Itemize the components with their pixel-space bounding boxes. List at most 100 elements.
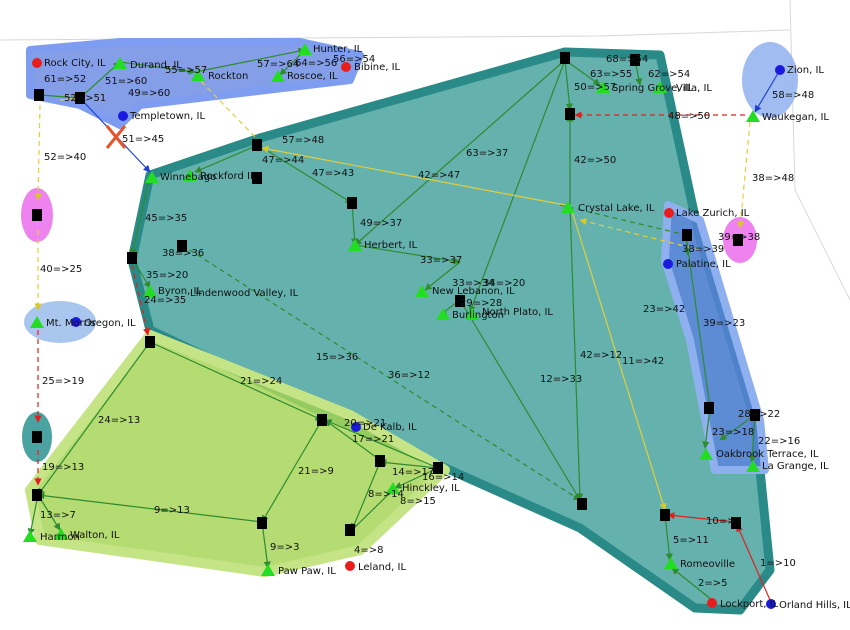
city-label: Romeoville (680, 559, 735, 570)
flow-label: 35=>20 (146, 270, 188, 281)
region-north-blue (26, 38, 364, 129)
flow-label: 34=>20 (483, 278, 525, 289)
city-label: Rock City, IL (44, 58, 106, 69)
city-marker-palatine[interactable] (663, 259, 673, 269)
flow-label: 42=>47 (418, 170, 460, 181)
flow-label: 63=>37 (466, 148, 508, 159)
city-marker-walton[interactable] (54, 528, 68, 540)
city-marker-dekalb[interactable] (351, 422, 361, 432)
city-marker-lake-zurich[interactable] (664, 208, 674, 218)
flow-label: 61=>52 (44, 74, 86, 85)
flow-label: 9=>3 (270, 542, 299, 553)
city-marker-mt-morris[interactable] (30, 316, 44, 328)
city-marker-oregon[interactable] (71, 317, 81, 327)
city-marker-winnebago[interactable] (145, 171, 159, 183)
city-label: Hunter, IL (313, 44, 363, 55)
city-label: Harmon (40, 532, 80, 543)
flow-label: 33=>37 (420, 255, 462, 266)
flow-label: 57=>64 (257, 59, 299, 70)
flow-label: 55=>57 (165, 65, 207, 76)
city-marker-orland-hills[interactable] (766, 599, 776, 609)
city-marker-rockton[interactable] (191, 69, 205, 81)
flow-label: 8=>15 (400, 496, 436, 507)
flow-label: 47=>44 (262, 155, 304, 166)
city-marker-spring-grove[interactable] (596, 81, 610, 93)
city-label: Winnebago (160, 172, 216, 183)
city-label: Waukegan, IL (762, 112, 829, 123)
city-marker-villa[interactable] (653, 81, 667, 93)
flow-label: 38=>36 (162, 248, 204, 259)
city-marker-crystal-lake[interactable] (561, 201, 575, 213)
city-marker-waukegan[interactable] (746, 110, 760, 122)
city-label: Spring Grove, IL (612, 83, 693, 94)
city-labels: Rock City, IL Durand, IL Hunter, IL Rock… (40, 44, 850, 611)
flow-label: 45=>35 (145, 213, 187, 224)
flow-label: 57=>48 (282, 135, 324, 146)
flow-label: 2=>5 (698, 578, 727, 589)
flow-label: 38=>39 (682, 244, 724, 255)
city-label: Roscoe, IL (287, 71, 338, 82)
city-markers (23, 43, 785, 609)
city-marker-north-plato[interactable] (465, 308, 479, 320)
city-label: Burlington (452, 310, 504, 321)
flow-label: 9=>13 (154, 505, 190, 516)
city-marker-new-lebanon[interactable] (415, 285, 429, 297)
city-marker-zion[interactable] (775, 65, 785, 75)
regions (21, 38, 798, 615)
city-label: Crystal Lake, IL (578, 203, 655, 214)
city-marker-oakbrook[interactable] (699, 448, 713, 460)
city-marker-paw-paw[interactable] (261, 564, 275, 576)
city-marker-durand[interactable] (113, 57, 127, 69)
city-marker-lockport[interactable] (707, 598, 717, 608)
city-marker-leland[interactable] (345, 561, 355, 571)
city-label: Orland Hills, IL (779, 600, 850, 611)
city-marker-rockford[interactable] (183, 169, 197, 181)
city-label: North Plato, IL (482, 307, 553, 318)
city-marker-hunter[interactable] (298, 43, 312, 55)
city-marker-templetown[interactable] (118, 111, 128, 121)
flow-label: 22=>16 (758, 436, 800, 447)
city-label: Templetown, IL (129, 111, 205, 122)
flow-label: 51=>45 (122, 134, 164, 145)
flow-label: 1=>10 (760, 558, 796, 569)
city-label: Zion, IL (787, 65, 824, 76)
city-marker-roscoe[interactable] (271, 70, 285, 82)
flow-label: 10=>7 (706, 516, 742, 527)
city-marker-hinckley[interactable] (386, 482, 400, 494)
city-label: Lake Zurich, IL (676, 208, 750, 219)
city-label: Byron, IL (158, 286, 202, 297)
flow-label: 52=>51 (64, 93, 106, 104)
city-label: Hinckley, IL (402, 483, 460, 494)
city-label: Oakbrook Terrace, IL (716, 449, 819, 460)
city-label: Leland, IL (358, 562, 406, 573)
flow-label: 36=>12 (388, 370, 430, 381)
flow-label: 12=>33 (540, 374, 582, 385)
region-mtmorris-blue (24, 301, 96, 343)
city-marker-harmon[interactable] (23, 530, 37, 542)
city-label: New Lebanon, IL (432, 286, 515, 297)
city-marker-la-grange[interactable] (746, 460, 760, 472)
city-label: Rockford IL (200, 171, 256, 182)
city-marker-herbert[interactable] (348, 239, 362, 251)
city-label: Paw Paw, IL (278, 566, 336, 577)
flow-label: 50=>57 (574, 82, 616, 93)
city-marker-burlington[interactable] (436, 308, 450, 320)
region-green (25, 330, 450, 577)
flow-label: 25=>19 (42, 376, 84, 387)
flow-label: 29=>28 (460, 298, 502, 309)
flow-label: 20=>21 (344, 418, 386, 429)
city-marker-romeoville[interactable] (664, 557, 678, 569)
flow-label: 21=>24 (240, 376, 282, 387)
city-marker-belvidere[interactable] (341, 62, 351, 72)
flow-label: 5=>11 (673, 535, 709, 546)
city-marker-byron[interactable] (143, 285, 157, 297)
flow-label: 39=>23 (703, 318, 745, 329)
flow-label: 33=>34 (452, 278, 494, 289)
flow-label: 42=>50 (574, 155, 616, 166)
flow-label: 23=>18 (712, 427, 754, 438)
flow-label: 17=>21 (352, 434, 394, 445)
city-marker-rock-city[interactable] (32, 58, 42, 68)
flow-label: 24=>35 (144, 295, 186, 306)
flow-label: 68=>54 (606, 54, 648, 65)
